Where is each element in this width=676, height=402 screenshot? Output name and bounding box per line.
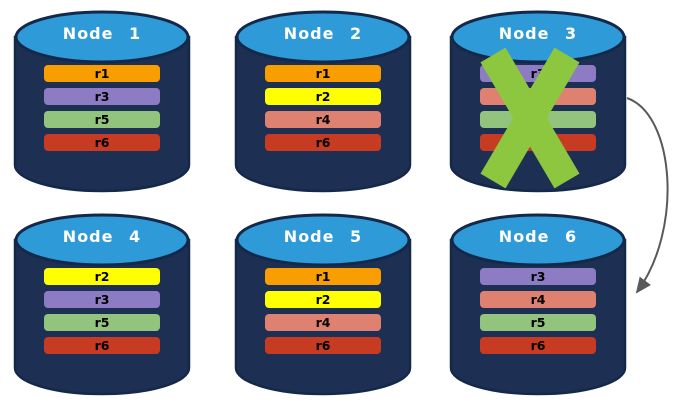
replica-bar: r3	[44, 291, 160, 308]
replica-label: r4	[315, 112, 331, 127]
replica-bar: r4	[480, 291, 596, 308]
node-title: Node 3	[498, 24, 578, 43]
replica-label: r6	[94, 338, 110, 353]
replica-bar: r5	[44, 111, 160, 128]
node-title: Node 6	[498, 227, 578, 246]
replica-label: r4	[315, 315, 331, 330]
node-4: Node 4 r2 r3 r5 r6	[13, 212, 191, 396]
replica-label: r5	[94, 315, 110, 330]
replica-list: r1 r2 r4 r6	[265, 268, 381, 354]
node-title: Node 4	[62, 227, 142, 246]
replica-label: r2	[315, 292, 331, 307]
replica-bar: r6	[44, 337, 160, 354]
replica-bar: r6	[480, 337, 596, 354]
replica-label: r3	[530, 269, 546, 284]
replica-list: r3 r4 r5 r6	[480, 268, 596, 354]
replica-label: r5	[94, 112, 110, 127]
replica-label: r5	[530, 315, 546, 330]
replica-label: r1	[94, 66, 110, 81]
node-1: Node 1 r1 r3 r5 r6	[13, 9, 191, 193]
replica-bar: r3	[44, 88, 160, 105]
replica-list: r2 r3 r5 r6	[44, 268, 160, 354]
replica-label: r1	[315, 66, 331, 81]
failure-x-icon	[480, 47, 580, 189]
replica-bar: r3	[480, 268, 596, 285]
replica-bar: r1	[265, 268, 381, 285]
replica-bar: r5	[44, 314, 160, 331]
replica-bar: r2	[265, 88, 381, 105]
replica-bar: r4	[265, 111, 381, 128]
replica-bar: r4	[265, 314, 381, 331]
replica-label: r2	[315, 89, 331, 104]
replica-bar: r1	[44, 65, 160, 82]
node-title: Node 2	[283, 24, 363, 43]
replica-label: r6	[94, 135, 110, 150]
replica-bar: r6	[44, 134, 160, 151]
replica-bar: r6	[265, 337, 381, 354]
replica-bar: r1	[265, 65, 381, 82]
replica-label: r6	[315, 135, 331, 150]
replica-label: r3	[94, 89, 110, 104]
replica-label: r2	[94, 269, 110, 284]
node-2: Node 2 r1 r2 r4 r6	[234, 9, 412, 193]
replica-label: r4	[530, 292, 546, 307]
replica-list: r1 r3 r5 r6	[44, 65, 160, 151]
replica-bar: r5	[480, 314, 596, 331]
node-5: Node 5 r1 r2 r4 r6	[234, 212, 412, 396]
node-3: Node 3 r3 r4 r5 r6	[449, 9, 627, 193]
replica-label: r6	[530, 338, 546, 353]
node-6: Node 6 r3 r4 r5 r6	[449, 212, 627, 396]
replica-label: r3	[94, 292, 110, 307]
replica-list: r1 r2 r4 r6	[265, 65, 381, 151]
replica-label: r1	[315, 269, 331, 284]
replica-label: r6	[315, 338, 331, 353]
replica-bar: r6	[265, 134, 381, 151]
replica-bar: r2	[265, 291, 381, 308]
replica-bar: r2	[44, 268, 160, 285]
node-title: Node 5	[283, 227, 363, 246]
node-title: Node 1	[62, 24, 142, 43]
